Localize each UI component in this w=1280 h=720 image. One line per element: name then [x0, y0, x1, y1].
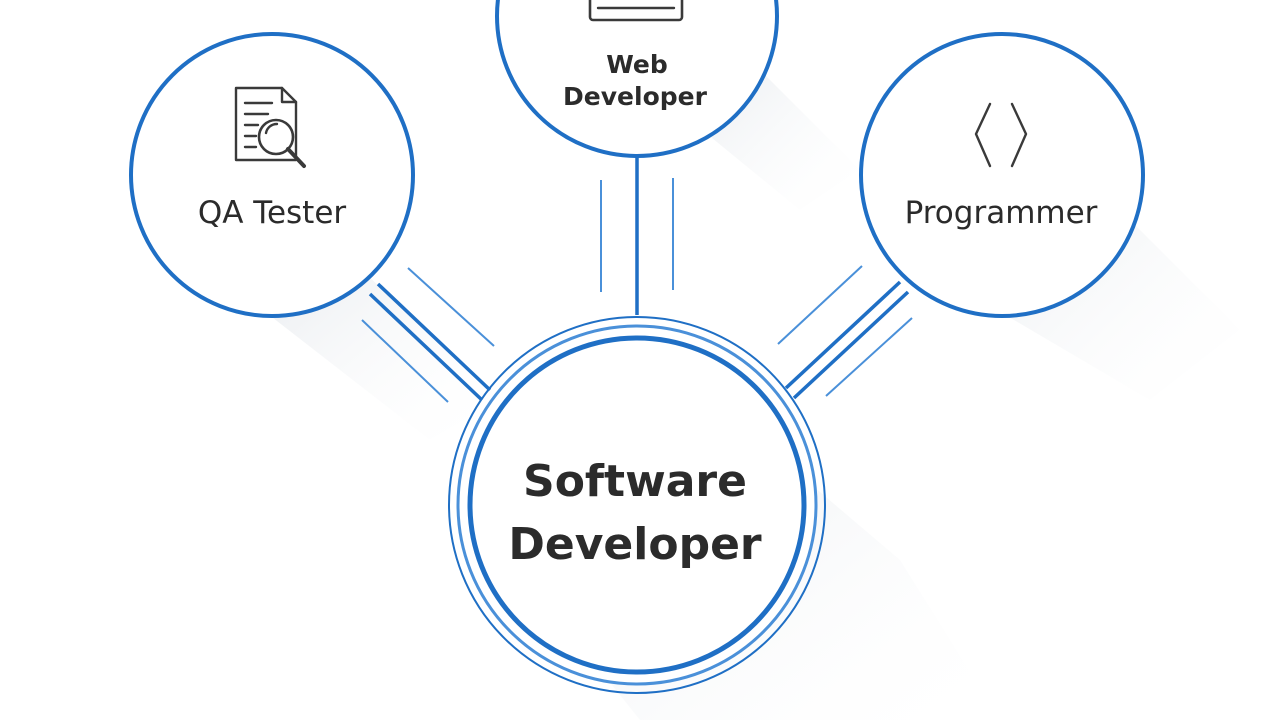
- node-web-developer: Web Developer: [495, 0, 779, 158]
- connector-prog-main-2: [792, 290, 910, 400]
- node-qa-tester: QA Tester: [129, 32, 415, 318]
- qa-tester-circle: [129, 32, 415, 318]
- qa-tester-label: QA Tester: [198, 195, 347, 231]
- web-developer-label-line2: Developer: [563, 82, 708, 111]
- connector-qa-side-1: [407, 267, 495, 347]
- connector-prog-side-1: [777, 265, 863, 345]
- document-search-icon: [234, 86, 306, 168]
- center-outer-ring: [448, 316, 826, 694]
- node-software-developer: Software Developer: [448, 316, 826, 694]
- programmer-circle: [859, 32, 1145, 318]
- center-label-line2: Developer: [508, 519, 762, 570]
- center-label-line1: Software: [523, 456, 747, 507]
- monitor-icon: [588, 0, 684, 22]
- center-circle: [467, 335, 807, 675]
- node-programmer: Programmer: [859, 32, 1145, 318]
- connector-qa-side-2: [361, 319, 449, 403]
- connector-qa-main-2: [368, 292, 484, 402]
- connectors: [361, 155, 913, 403]
- code-brackets-icon: [974, 102, 1028, 168]
- web-developer-label-line1: Web: [606, 50, 668, 79]
- connector-prog-side-2: [825, 317, 913, 397]
- web-developer-circle: [495, 0, 779, 158]
- connector-prog-main-1: [784, 280, 902, 390]
- programmer-label: Programmer: [905, 195, 1098, 231]
- connector-qa-main-1: [376, 282, 492, 392]
